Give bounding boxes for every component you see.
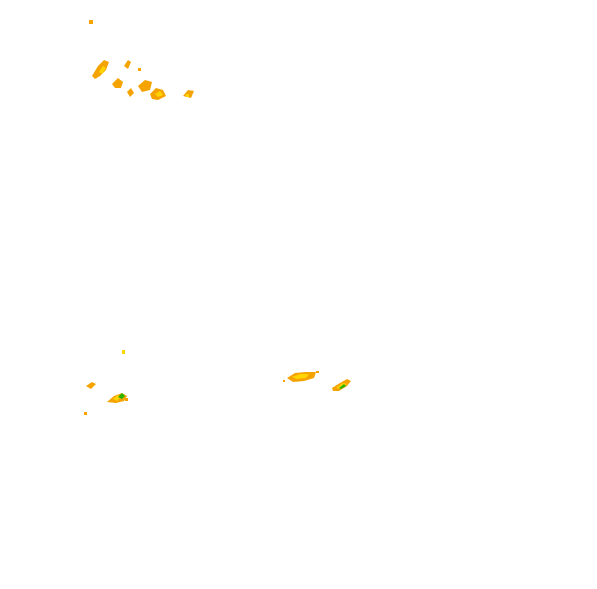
precip-cell xyxy=(92,60,109,79)
precip-cell xyxy=(138,68,141,71)
precip-cell xyxy=(138,80,152,92)
precip-cell xyxy=(84,412,87,415)
precip-cell xyxy=(283,380,285,382)
precip-cluster-northwest xyxy=(89,20,194,100)
precip-cell xyxy=(316,371,319,373)
precip-cell xyxy=(186,94,189,97)
precip-cell xyxy=(89,20,93,24)
precip-cell xyxy=(118,393,125,399)
precip-cluster-central xyxy=(283,371,319,382)
precip-cell xyxy=(99,66,106,74)
precip-cell xyxy=(122,350,125,354)
precip-cell xyxy=(292,374,309,379)
precip-cell xyxy=(125,398,128,401)
precip-cluster-southwest xyxy=(84,350,128,415)
precip-cell xyxy=(124,60,131,69)
precip-cell xyxy=(127,88,134,97)
precip-cell xyxy=(86,382,96,389)
precip-cell xyxy=(339,384,346,389)
precip-cell xyxy=(155,91,163,97)
precip-cell xyxy=(112,78,123,88)
precip-cluster-east xyxy=(332,379,351,391)
